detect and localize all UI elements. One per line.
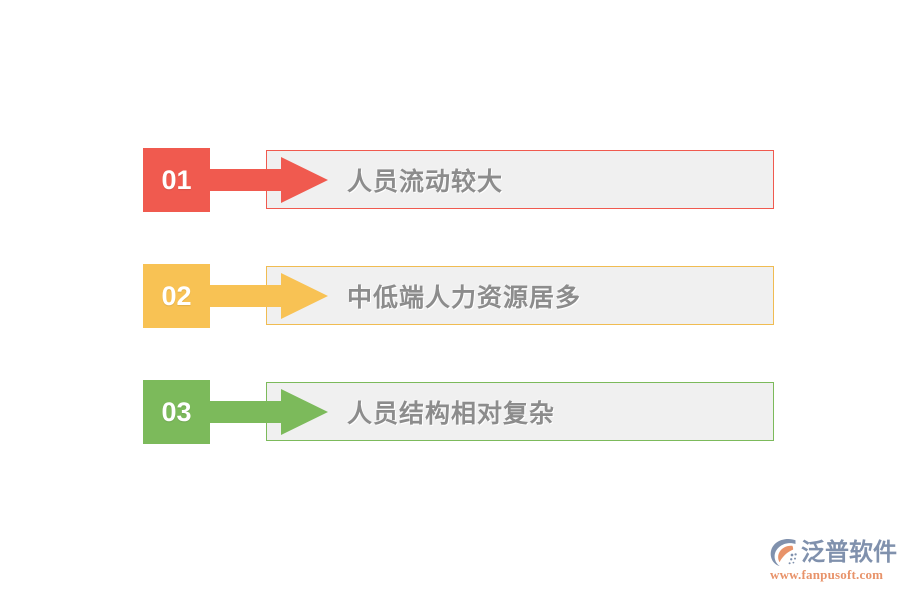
item-label: 中低端人力资源居多 <box>347 284 582 312</box>
brand-logo: 泛普软件 www.fanpusoft.com <box>768 536 897 588</box>
brand-url: www.fanpusoft.com <box>770 567 884 582</box>
item-panel <box>266 382 774 441</box>
brand-logo-row: 泛普软件 <box>768 536 897 568</box>
item-label: 人员流动较大 <box>347 168 504 196</box>
list-item[interactable]: 02 中低端人力资源居多 <box>143 264 774 328</box>
item-label: 人员结构相对复杂 <box>347 400 556 428</box>
item-panel <box>266 150 774 209</box>
item-number-block: 01 <box>143 148 210 212</box>
item-number: 01 <box>161 164 192 195</box>
item-number: 03 <box>161 396 192 427</box>
item-panel <box>266 266 774 325</box>
brand-name: 泛普软件 <box>801 538 897 566</box>
arrow-right-icon <box>203 273 328 319</box>
item-number-block: 02 <box>143 264 210 328</box>
arrow-right-icon <box>203 389 328 435</box>
fanpu-c-mark-icon <box>770 538 797 567</box>
item-number-block: 03 <box>143 380 210 444</box>
list-item[interactable]: 03 人员结构相对复杂 <box>143 380 774 444</box>
arrow-right-icon <box>203 157 328 203</box>
list-item[interactable]: 01 人员流动较大 <box>143 148 774 212</box>
item-number: 02 <box>161 280 192 311</box>
